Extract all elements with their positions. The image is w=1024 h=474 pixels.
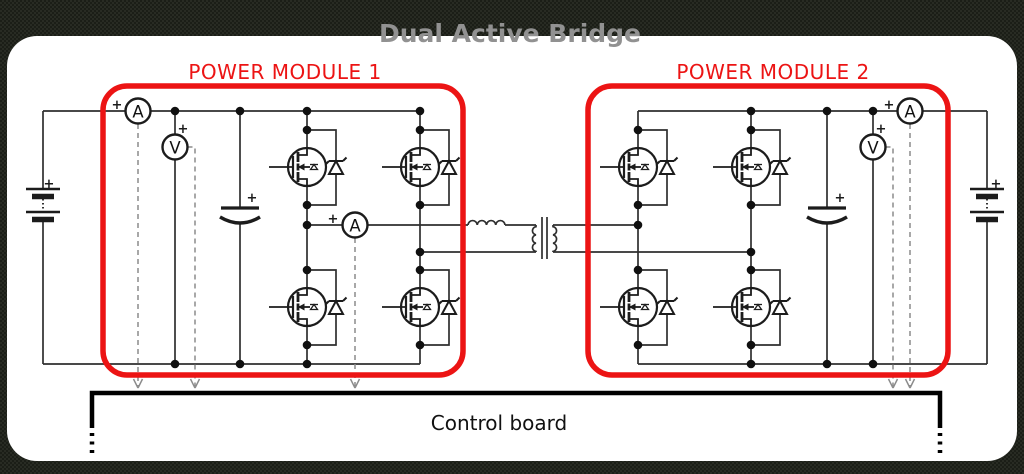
voltmeter-2: V bbox=[859, 133, 887, 161]
capacitor2-plus-sign: + bbox=[835, 191, 846, 206]
dc-link-capacitor-1 bbox=[218, 206, 262, 225]
capacitor1-plus-sign: + bbox=[247, 191, 258, 206]
transformer bbox=[531, 217, 558, 259]
voltmeter2-plus-sign: + bbox=[876, 122, 887, 137]
power-module-2-label: POWER MODULE 2 bbox=[676, 60, 869, 84]
ammeter-mid-plus-sign: + bbox=[328, 212, 339, 227]
diode-d7 bbox=[768, 156, 792, 175]
mosfet-q5 bbox=[598, 146, 659, 188]
page-title: Dual Active Bridge bbox=[379, 19, 641, 48]
power-module-1-box bbox=[100, 83, 466, 378]
mosfet-q8 bbox=[711, 286, 772, 328]
sense-signal-lines bbox=[132, 124, 916, 389]
diode-d3 bbox=[437, 156, 461, 175]
transformer-primary-winding bbox=[531, 225, 537, 253]
ammeter-1-label: A bbox=[132, 103, 144, 122]
ammeter-1-circle bbox=[124, 97, 152, 125]
diode-d4 bbox=[437, 296, 461, 315]
mosfet-q4 bbox=[380, 286, 441, 328]
ammeter-1: A bbox=[124, 97, 152, 125]
signal-arrow-3 bbox=[349, 378, 361, 389]
ammeter-mid-label: A bbox=[349, 217, 361, 236]
control-board: Control board bbox=[89, 390, 943, 456]
control-board-label: Control board bbox=[431, 411, 567, 435]
voltmeter-1-label: V bbox=[169, 139, 181, 158]
signal-arrow-1 bbox=[132, 378, 144, 389]
transformer-core bbox=[541, 217, 548, 259]
junction-dots bbox=[170, 106, 878, 369]
transformer-secondary-winding bbox=[552, 225, 558, 253]
signal-arrow-2 bbox=[189, 378, 201, 389]
mosfet-q6 bbox=[598, 286, 659, 328]
battery2-plus-sign: + bbox=[991, 177, 1002, 192]
dc-link-capacitor-2 bbox=[805, 206, 849, 225]
signal-arrow-4 bbox=[887, 378, 899, 389]
control-board-outline bbox=[89, 390, 943, 428]
power-module-1-label: POWER MODULE 1 bbox=[188, 60, 381, 84]
diode-d8 bbox=[768, 296, 792, 315]
series-inductor bbox=[467, 219, 506, 226]
voltmeter1-plus-sign: + bbox=[178, 122, 189, 137]
voltmeter-1-circle bbox=[161, 133, 189, 161]
diode-d5 bbox=[655, 156, 679, 175]
polarity-marks: + + + + + + + + + bbox=[44, 98, 1002, 227]
mosfet-q1 bbox=[267, 146, 328, 188]
mosfet-q2 bbox=[267, 286, 328, 328]
diode-d1 bbox=[324, 156, 348, 175]
voltmeter-2-label: V bbox=[867, 139, 879, 158]
power-module-2-box bbox=[585, 83, 951, 378]
battery1-plus-sign: + bbox=[44, 177, 55, 192]
voltmeter-2-circle bbox=[859, 133, 887, 161]
ammeter1-plus-sign: + bbox=[112, 98, 123, 113]
ammeter-2: A bbox=[896, 97, 924, 125]
diode-d6 bbox=[655, 296, 679, 315]
dc-source-right bbox=[970, 189, 1004, 220]
diode-d2 bbox=[324, 296, 348, 315]
ammeter-2-label: A bbox=[904, 103, 916, 122]
dc-source-left bbox=[26, 189, 60, 220]
voltmeter2-signal bbox=[885, 146, 894, 386]
voltmeter1-signal bbox=[187, 146, 196, 386]
ammeter2-plus-sign: + bbox=[884, 98, 895, 113]
voltmeter-1: V bbox=[161, 133, 189, 161]
mosfet-q7 bbox=[711, 146, 772, 188]
signal-arrow-5 bbox=[904, 378, 916, 389]
ammeter-2-circle bbox=[896, 97, 924, 125]
ammeter-mid-circle bbox=[341, 211, 369, 239]
ammeter-mid: A bbox=[341, 211, 369, 239]
mosfet-q3 bbox=[380, 146, 441, 188]
